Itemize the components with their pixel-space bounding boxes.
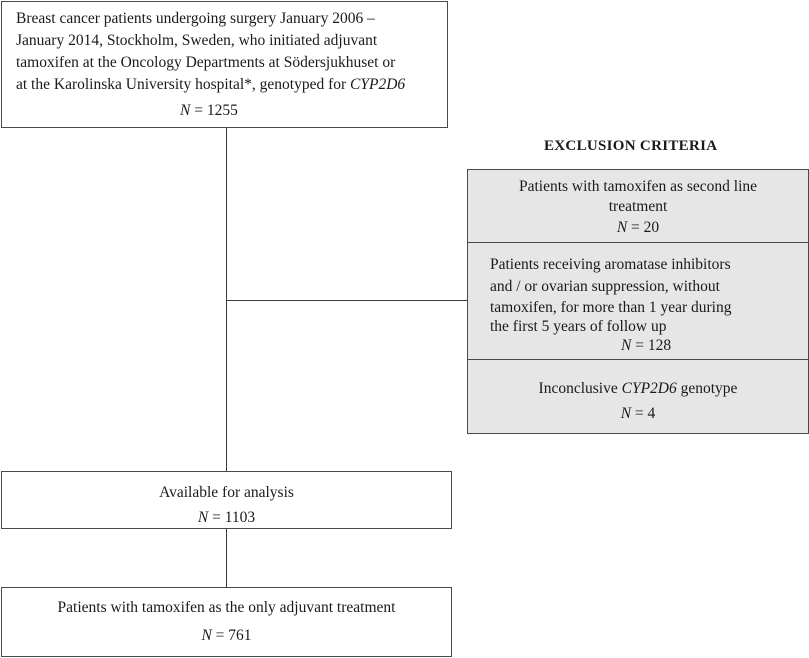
connector-to-exclusion [226, 300, 468, 301]
exclusion-2-line-3: tamoxifen, for more than 1 year during [490, 299, 732, 316]
exclusion-box-inconclusive: Inconclusive CYP2D6 genotype N = 4 [467, 359, 809, 434]
final-count-n: N [201, 627, 212, 644]
available-count: N = 1103 [2, 507, 451, 529]
exclusion-1-line-2: treatment [608, 198, 668, 215]
exclusion-3-line-1: Inconclusive CYP2D6 genotype [468, 378, 808, 400]
eligible-text-line-1: Breast cancer patients undergoing surger… [16, 10, 375, 27]
exclusion-box-second-line: Patients with tamoxifen as second line t… [467, 169, 809, 243]
exclusion-2-line-2: and / or ovarian suppression, without [490, 278, 720, 295]
exclusion-3-count: N = 4 [468, 403, 808, 425]
exclusion-2-count: N = 128 [621, 335, 671, 357]
eligible-text-line-2: January 2014, Stockholm, Sweden, who ini… [16, 32, 378, 49]
exclusion-heading: EXCLUSION CRITERIA [544, 138, 718, 154]
final-label: Patients with tamoxifen as the only adju… [57, 599, 396, 616]
available-count-value: = 1103 [208, 509, 256, 526]
eligible-text-line-4: at the Karolinska University hospital*, … [16, 74, 405, 96]
connector-top-to-available [226, 127, 227, 471]
exclusion-3-count-value: = 4 [631, 405, 656, 422]
connector-available-to-final [226, 528, 227, 588]
exclusion-3-gene-name: CYP2D6 [621, 380, 677, 397]
exclusion-2-line-4: the first 5 years of follow up [490, 318, 667, 335]
final-count-value: = 761 [211, 627, 252, 644]
exclusion-box-aromatase: Patients receiving aromatase inhibitors … [467, 242, 809, 360]
exclusion-3-suffix: genotype [676, 380, 738, 397]
final-count: N = 761 [2, 625, 451, 647]
eligible-count: N = 1255 [180, 100, 238, 122]
exclusion-2-line-1: Patients receiving aromatase inhibitors [490, 256, 731, 273]
exclusion-1-count-value: = 20 [627, 219, 660, 236]
eligible-count-value: = 1255 [190, 102, 238, 119]
eligible-population-box: Breast cancer patients undergoing surger… [1, 1, 448, 128]
eligible-gene-name: CYP2D6 [350, 76, 406, 93]
exclusion-3-prefix: Inconclusive [538, 380, 622, 397]
eligible-count-n: N [180, 102, 191, 119]
exclusion-2-count-n: N [621, 337, 632, 354]
tamoxifen-only-box: Patients with tamoxifen as the only adju… [1, 587, 452, 657]
eligible-text-line-4-plain: at the Karolinska University hospital*, … [16, 76, 351, 93]
available-for-analysis-box: Available for analysis N = 1103 [1, 471, 452, 529]
available-count-n: N [197, 509, 209, 526]
exclusion-3-count-n: N [620, 405, 632, 422]
exclusion-2-count-value: = 128 [631, 337, 672, 354]
exclusion-1-count: N = 20 [468, 217, 808, 239]
eligible-text-line-3: tamoxifen at the Oncology Departments at… [16, 54, 396, 71]
available-label: Available for analysis [159, 484, 294, 501]
exclusion-1-count-n: N [616, 219, 628, 236]
exclusion-1-line-1: Patients with tamoxifen as second line [518, 178, 758, 195]
